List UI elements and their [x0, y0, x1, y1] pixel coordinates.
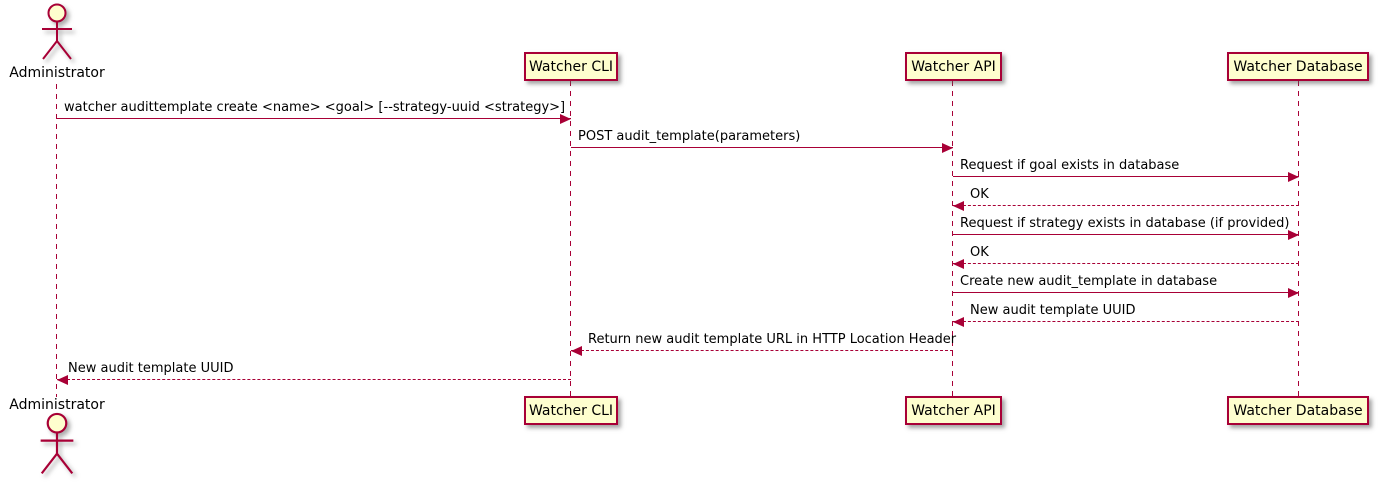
message-line — [953, 176, 1299, 177]
message-line — [571, 350, 953, 351]
actor-label-administrator-top: Administrator — [9, 65, 105, 81]
arrowhead-right-icon — [560, 114, 571, 124]
arrowhead-left-icon — [571, 346, 582, 356]
participant-watcher-database-top: Watcher Database — [1227, 52, 1369, 81]
message-line — [571, 147, 953, 148]
participant-watcher-database-bottom: Watcher Database — [1227, 396, 1369, 425]
arrowhead-left-icon — [953, 259, 964, 269]
participant-label: Watcher API — [911, 58, 996, 75]
message-label: Request if goal exists in database — [960, 158, 1180, 173]
actor-label-administrator-bottom: Administrator — [9, 397, 105, 413]
participant-label: Watcher API — [911, 402, 996, 419]
arrowhead-left-icon — [953, 201, 964, 211]
message-ok-goal: OK — [953, 187, 1299, 211]
participant-label: Watcher CLI — [528, 58, 614, 75]
administrator-actor-icon — [40, 412, 74, 475]
message-line — [57, 118, 571, 119]
message-new-audit-template-uuid-admin: New audit template UUID — [57, 361, 571, 385]
arrowhead-right-icon — [1288, 230, 1299, 240]
message-request-goal-exists: Request if goal exists in database — [953, 158, 1299, 182]
message-new-audit-template-uuid-db: New audit template UUID — [953, 303, 1299, 327]
lifeline-watcher-api — [952, 81, 953, 396]
message-line — [953, 205, 1299, 206]
participant-label: Watcher Database — [1233, 58, 1363, 75]
message-line — [953, 234, 1299, 235]
message-create-audittemplate: watcher audittemplate create <name> <goa… — [57, 100, 571, 124]
message-label: Return new audit template URL in HTTP Lo… — [588, 332, 957, 347]
message-line — [953, 292, 1299, 293]
message-line — [953, 321, 1299, 322]
message-label: Create new audit_template in database — [960, 274, 1218, 289]
message-ok-strategy: OK — [953, 245, 1299, 269]
arrowhead-right-icon — [942, 143, 953, 153]
message-label: OK — [970, 187, 989, 202]
lifeline-administrator — [56, 84, 57, 397]
message-line — [57, 379, 571, 380]
message-label: watcher audittemplate create <name> <goa… — [64, 100, 566, 115]
message-label: New audit template UUID — [68, 361, 234, 376]
arrowhead-right-icon — [1288, 172, 1299, 182]
participant-watcher-cli-top: Watcher CLI — [524, 52, 618, 81]
message-label: New audit template UUID — [970, 303, 1136, 318]
message-post-audit-template: POST audit_template(parameters) — [571, 129, 953, 153]
arrowhead-right-icon — [1288, 288, 1299, 298]
message-line — [953, 263, 1299, 264]
message-label: OK — [970, 245, 989, 260]
message-label: Request if strategy exists in database (… — [960, 216, 1290, 231]
message-create-new-audit-template: Create new audit_template in database — [953, 274, 1299, 298]
arrowhead-left-icon — [57, 375, 68, 385]
message-return-url-location-header: Return new audit template URL in HTTP Lo… — [571, 332, 957, 356]
message-request-strategy-exists: Request if strategy exists in database (… — [953, 216, 1299, 240]
administrator-actor-icon — [42, 3, 72, 60]
arrowhead-left-icon — [953, 317, 964, 327]
participant-watcher-api-top: Watcher API — [905, 52, 1002, 81]
message-label: POST audit_template(parameters) — [578, 129, 801, 144]
participant-watcher-cli-bottom: Watcher CLI — [524, 396, 618, 425]
participant-watcher-api-bottom: Watcher API — [905, 396, 1002, 425]
participant-label: Watcher Database — [1233, 402, 1363, 419]
participant-label: Watcher CLI — [528, 402, 614, 419]
lifeline-watcher-cli — [570, 81, 571, 396]
